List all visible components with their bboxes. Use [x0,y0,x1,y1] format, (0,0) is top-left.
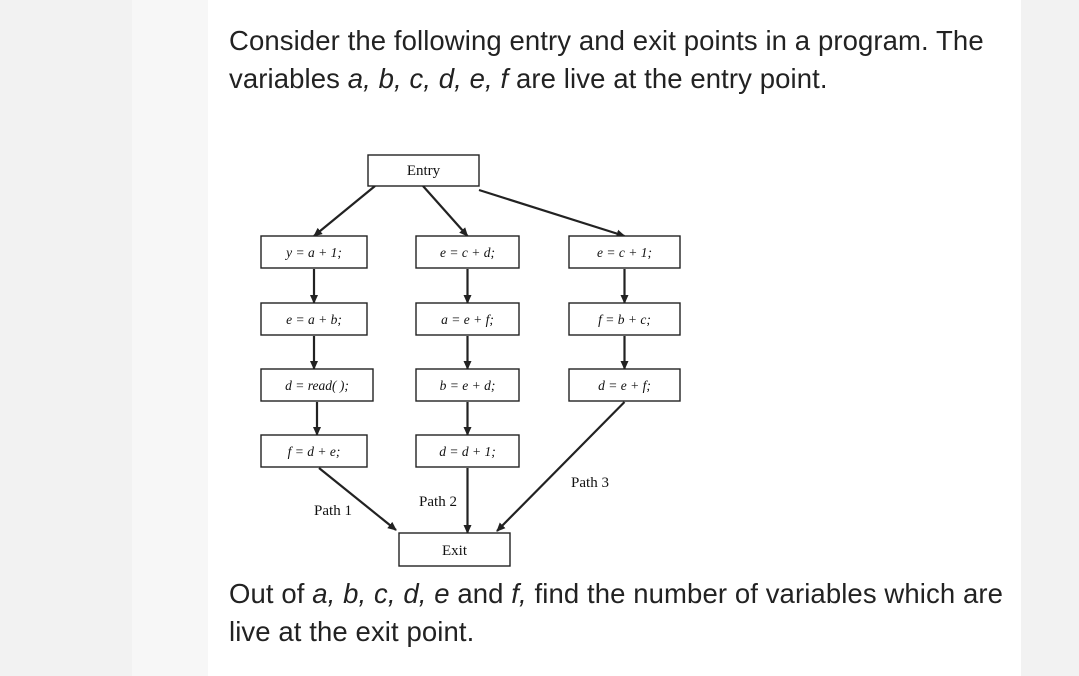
statement-node: a = e + f; [415,302,520,336]
left-side-panel [0,0,132,676]
statement-text: d = read( ); [285,378,349,393]
statement-text: a = e + f; [441,312,494,327]
entry-to-path2-edge [422,185,469,237]
question-outro-run: find the number of variables which are l… [229,578,1003,647]
question-outro-run: and [449,578,512,609]
question-intro-run: Consider the following entry and exit po… [229,25,984,94]
statement-text: d = e + f; [598,378,651,393]
question-outro-run: a, b, c, d, e [312,578,450,609]
right-side-panel [1021,0,1079,676]
statement-text: b = e + d; [440,378,496,393]
statement-node: f = b + c; [568,302,681,336]
diagram-nodes: Entry Exit y = a + 1; e = a + b; d = read(… [260,154,681,567]
entry-to-path3-edge [478,188,626,238]
statement-node: e = c + 1; [568,235,681,269]
statement-node: d = d + 1; [415,434,520,468]
diagram-edges [310,185,629,534]
path1-to-exit-edge [318,467,397,531]
statement-node: b = e + d; [415,368,520,402]
question-intro-run: a, b, c, d, e, f [347,63,509,94]
statement-node: e = a + b; [260,302,368,336]
question-intro-run: are live at the entry point. [508,63,828,94]
path-label: Path 2 [419,494,457,510]
path-label: Path 3 [571,475,609,491]
statement-node: f = d + e; [260,434,368,468]
statement-node: e = c + d; [415,235,520,269]
entry-node: Entry [367,154,480,187]
question-intro-text: Consider the following entry and exit po… [229,22,1009,98]
question-outro-run: Out of [229,578,313,609]
question-outro-text: Out of a, b, c, d, e and f, find the num… [229,575,1009,651]
path-label: Path 1 [314,503,352,519]
exit-label: Exit [442,543,468,559]
entry-to-path1-edge [313,185,376,237]
exit-node: Exit [398,532,511,567]
statement-text: e = c + d; [440,245,495,260]
statement-node: d = e + f; [568,368,681,402]
statement-node: d = read( ); [260,368,374,402]
statement-text: e = a + b; [286,312,342,327]
statement-text: y = a + 1; [284,245,342,260]
path-labels: Path 1 Path 2 Path 3 [314,475,609,519]
question-card [208,0,1021,676]
entry-label: Entry [407,163,441,179]
statement-text: e = c + 1; [597,245,652,260]
question-outro-run: f, [511,578,527,609]
statement-text: d = d + 1; [439,444,495,459]
statement-node: y = a + 1; [260,235,368,269]
statement-text: f = d + e; [288,444,341,459]
left-gutter [132,0,208,676]
path3-to-exit-edge [496,401,626,532]
statement-text: f = b + c; [598,312,651,327]
